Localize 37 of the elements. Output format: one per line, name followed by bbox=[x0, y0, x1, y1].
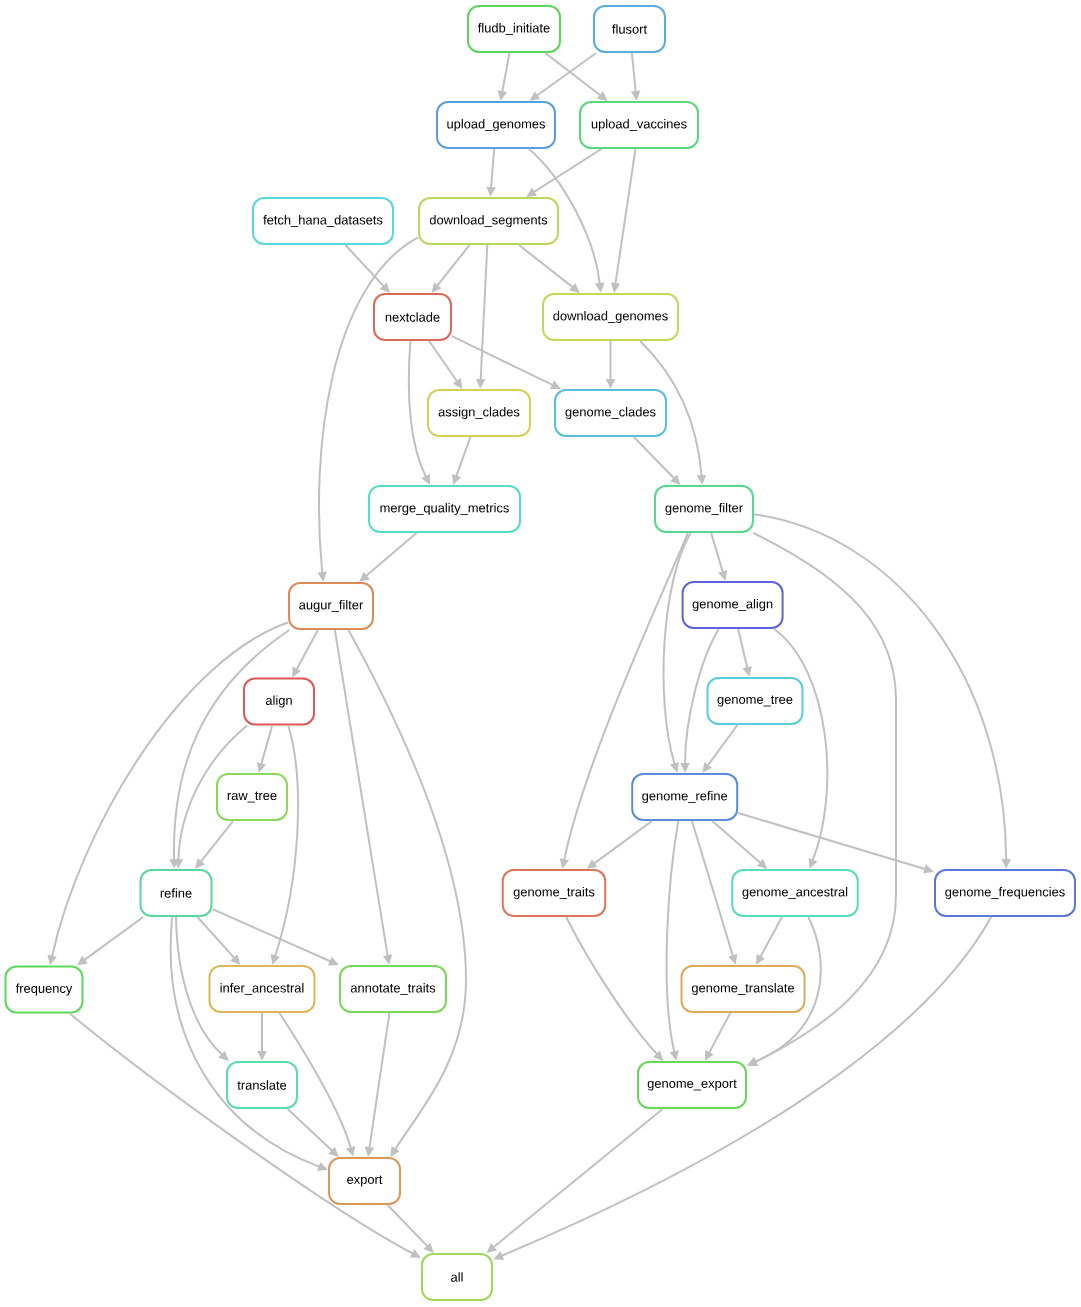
process-box: all bbox=[421, 1253, 493, 1301]
arrow bbox=[386, 1204, 434, 1253]
process-box: assign_clades bbox=[427, 389, 531, 437]
process-box: genome_export bbox=[637, 1061, 747, 1109]
process-box: download_segments bbox=[418, 197, 559, 245]
process-box: genome_align bbox=[681, 581, 784, 629]
process-box: raw_tree bbox=[216, 773, 288, 821]
process-box: genome_clades bbox=[554, 389, 667, 437]
arrow bbox=[195, 820, 234, 869]
process-box: genome_frequencies bbox=[934, 869, 1076, 917]
arrow bbox=[518, 244, 580, 293]
process-box: genome_ancestral bbox=[731, 869, 859, 917]
process-box: merge_quality_metrics bbox=[368, 485, 521, 533]
process-box: translate bbox=[226, 1061, 298, 1109]
process-box: genome_filter bbox=[654, 485, 754, 533]
process-box: download_genomes bbox=[542, 293, 679, 341]
process-box: frequency bbox=[4, 965, 84, 1014]
process-box: genome_translate bbox=[680, 965, 806, 1013]
process-box: fetch_hana_datasets bbox=[252, 197, 394, 245]
process-box: align bbox=[243, 677, 315, 726]
process-box: infer_ancestral bbox=[208, 965, 316, 1013]
process-box: augur_filter bbox=[288, 582, 374, 630]
process-box: nextclade bbox=[373, 293, 452, 341]
arrow bbox=[286, 1108, 339, 1157]
process-box: export bbox=[328, 1157, 401, 1205]
process-box: upload_genomes bbox=[436, 101, 556, 149]
process-box: genome_refine bbox=[631, 773, 739, 821]
process-box: genome_tree bbox=[706, 677, 804, 725]
process-box: annotate_traits bbox=[339, 965, 447, 1013]
arrow bbox=[359, 532, 418, 582]
process-box: genome_traits bbox=[501, 869, 607, 917]
process-box: fludb_initiate bbox=[467, 5, 561, 53]
process-box: upload_vaccines bbox=[579, 101, 699, 149]
arrow bbox=[702, 724, 739, 773]
arrow bbox=[175, 916, 229, 1061]
process-box: flusort bbox=[593, 5, 666, 53]
process-box: refine bbox=[139, 869, 213, 917]
